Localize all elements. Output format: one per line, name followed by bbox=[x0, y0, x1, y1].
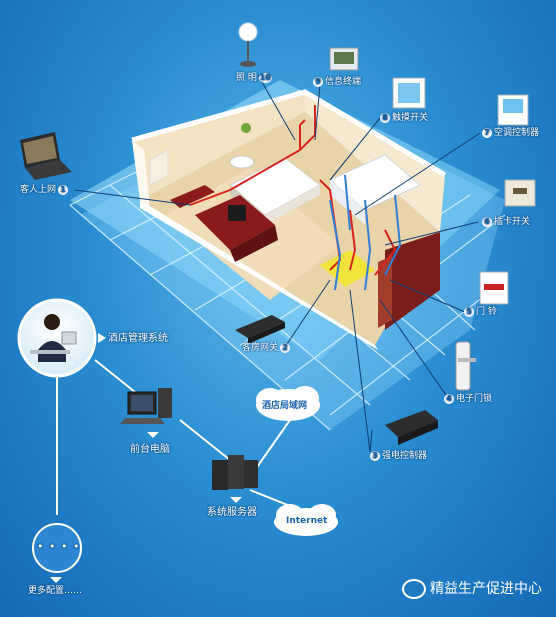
laptop-icon bbox=[20, 132, 72, 180]
control-wires bbox=[189, 105, 402, 291]
label-lan: 酒店局域网 bbox=[262, 401, 308, 411]
hotel-room-model bbox=[131, 89, 447, 350]
ac-controller-icon bbox=[497, 94, 529, 126]
more-config-circle bbox=[32, 523, 82, 573]
power-controller-icon bbox=[385, 410, 438, 445]
badge-9: 9 bbox=[313, 76, 323, 87]
leader-lines bbox=[74, 74, 481, 453]
label-server: 系统服务器 bbox=[207, 507, 257, 518]
label-hotel-mgmt: 酒店管理系统 bbox=[108, 333, 168, 344]
label-more-config: 更多配置…… bbox=[28, 586, 83, 596]
front-desk-pc-icon bbox=[120, 388, 172, 424]
badge-5: 5 bbox=[464, 306, 474, 317]
hotel-mgmt-circle bbox=[17, 298, 97, 378]
receptionist-icon bbox=[30, 314, 77, 362]
card-switch-icon bbox=[504, 179, 536, 207]
more-dots: • • • • bbox=[37, 540, 81, 553]
pointer-triangles bbox=[50, 333, 242, 583]
badge-2: 2 bbox=[280, 342, 291, 353]
wechat-icon bbox=[402, 579, 426, 599]
label-front-pc: 前台电脑 bbox=[130, 444, 170, 455]
badge-6: 6 bbox=[482, 216, 492, 227]
touch-switch-icon bbox=[392, 77, 426, 109]
server-icon bbox=[212, 455, 258, 490]
doorbell-icon bbox=[479, 271, 509, 305]
lamp-icon bbox=[238, 22, 258, 67]
label-internet: Internet bbox=[286, 516, 328, 526]
badge-10: 10 bbox=[258, 72, 272, 83]
badge-1: 1 bbox=[58, 184, 69, 195]
info-terminal-icon bbox=[329, 47, 359, 71]
badge-4: 4 bbox=[444, 393, 454, 404]
badge-3: 3 bbox=[370, 450, 380, 461]
internet-cloud bbox=[274, 504, 338, 536]
watermark: 精益生产促进中心 bbox=[402, 578, 542, 599]
guest-gateway-icon bbox=[235, 315, 285, 344]
door-lock-icon bbox=[455, 341, 476, 391]
lan-cloud bbox=[256, 386, 320, 421]
badge-7: 7 bbox=[482, 127, 492, 138]
badge-8: 8 bbox=[380, 112, 390, 123]
